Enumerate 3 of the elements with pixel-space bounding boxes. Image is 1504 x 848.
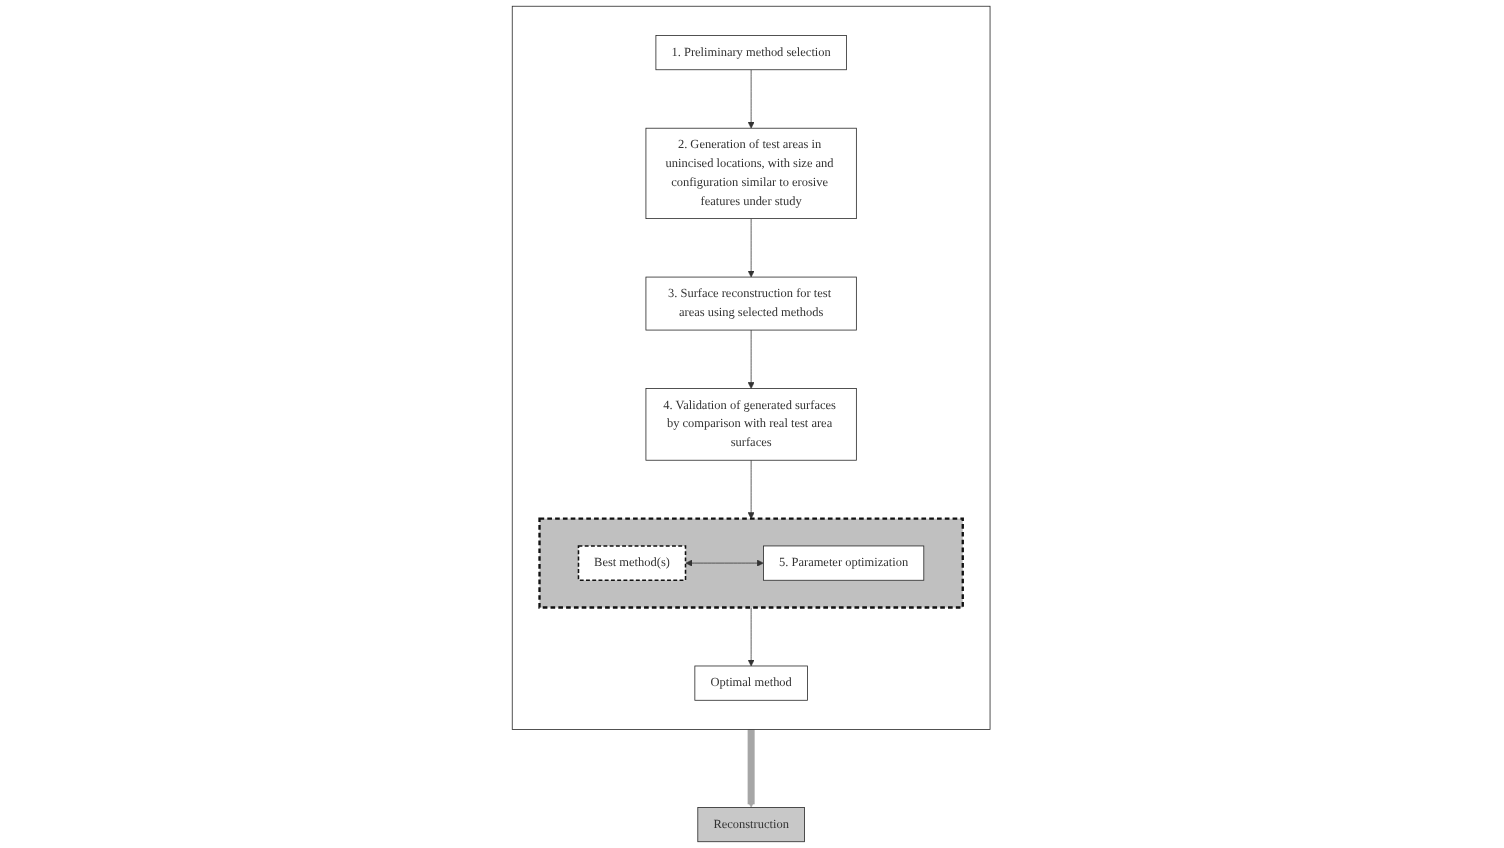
arrow xyxy=(748,729,756,808)
cluster xyxy=(512,5,992,730)
cluster xyxy=(539,517,965,609)
